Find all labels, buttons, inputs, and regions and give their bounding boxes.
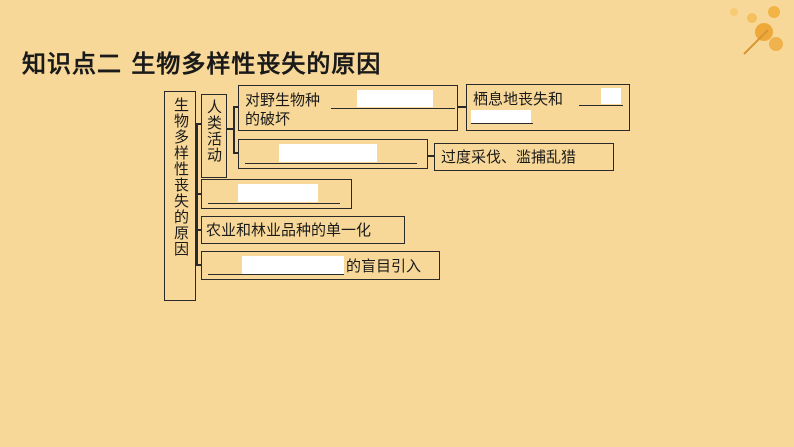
- agriculture-text: 农业和林业品种的单一化: [206, 221, 372, 239]
- root-cause-label: 生物多样性丧失的原因: [172, 97, 190, 257]
- root-branch-invasion-source: [196, 193, 201, 195]
- overharvest-to-result-line: [428, 155, 434, 157]
- root-cause-box: 生物多样性丧失的原因: [164, 91, 196, 301]
- environment-answer-blank[interactable]: [238, 184, 318, 202]
- habitat-result-blank-2[interactable]: [471, 110, 531, 124]
- human-branch-overharvest: [233, 152, 238, 154]
- habitat-to-result-line: [458, 106, 466, 108]
- habitat-result-blank-1[interactable]: [601, 88, 621, 104]
- human-trunk-line: [233, 106, 235, 152]
- human-stem-line: [227, 128, 233, 130]
- habitat-destruction-box: 对野生物种 的破坏: [238, 85, 458, 131]
- habitat-result-box: 栖息地丧失和: [466, 84, 630, 131]
- human-activity-label: 人类活动: [205, 99, 223, 163]
- root-branch-human: [196, 123, 201, 125]
- habitat-prefix-text: 对野生物种: [245, 91, 321, 109]
- habitat-result-text: 栖息地丧失和: [473, 90, 564, 108]
- habitat-result-underline-1: [579, 105, 623, 106]
- habitat-answer-underline: [331, 108, 455, 109]
- environment-answer-underline: [208, 203, 340, 204]
- page-title: 知识点二 生物多样性丧失的原因: [22, 50, 382, 78]
- human-branch-habitat: [233, 106, 238, 108]
- root-branch-invasion: [196, 264, 201, 266]
- environment-cause-box: [201, 179, 352, 209]
- invasion-answer-blank[interactable]: [242, 256, 344, 274]
- habitat-suffix-text: 的破坏: [245, 110, 291, 128]
- agriculture-cause-box: 农业和林业品种的单一化: [201, 216, 405, 244]
- invasion-cause-box: 的盲目引入: [201, 251, 440, 280]
- overharvest-result-box: 过度采伐、滥捕乱猎: [434, 143, 614, 171]
- overharvest-answer-underline: [245, 163, 417, 164]
- overharvest-cause-box: [238, 139, 428, 169]
- human-activity-box: 人类活动: [201, 94, 227, 178]
- invasion-suffix-text: 的盲目引入: [346, 257, 422, 275]
- habitat-result-underline-2: [471, 123, 533, 124]
- habitat-answer-blank[interactable]: [357, 90, 433, 107]
- overharvest-answer-blank[interactable]: [279, 144, 377, 162]
- root-branch-agriculture: [196, 229, 201, 231]
- invasion-answer-underline: [208, 274, 344, 275]
- autumn-leaves-decoration: [730, 6, 783, 55]
- overharvest-result-text: 过度采伐、滥捕乱猎: [441, 148, 577, 166]
